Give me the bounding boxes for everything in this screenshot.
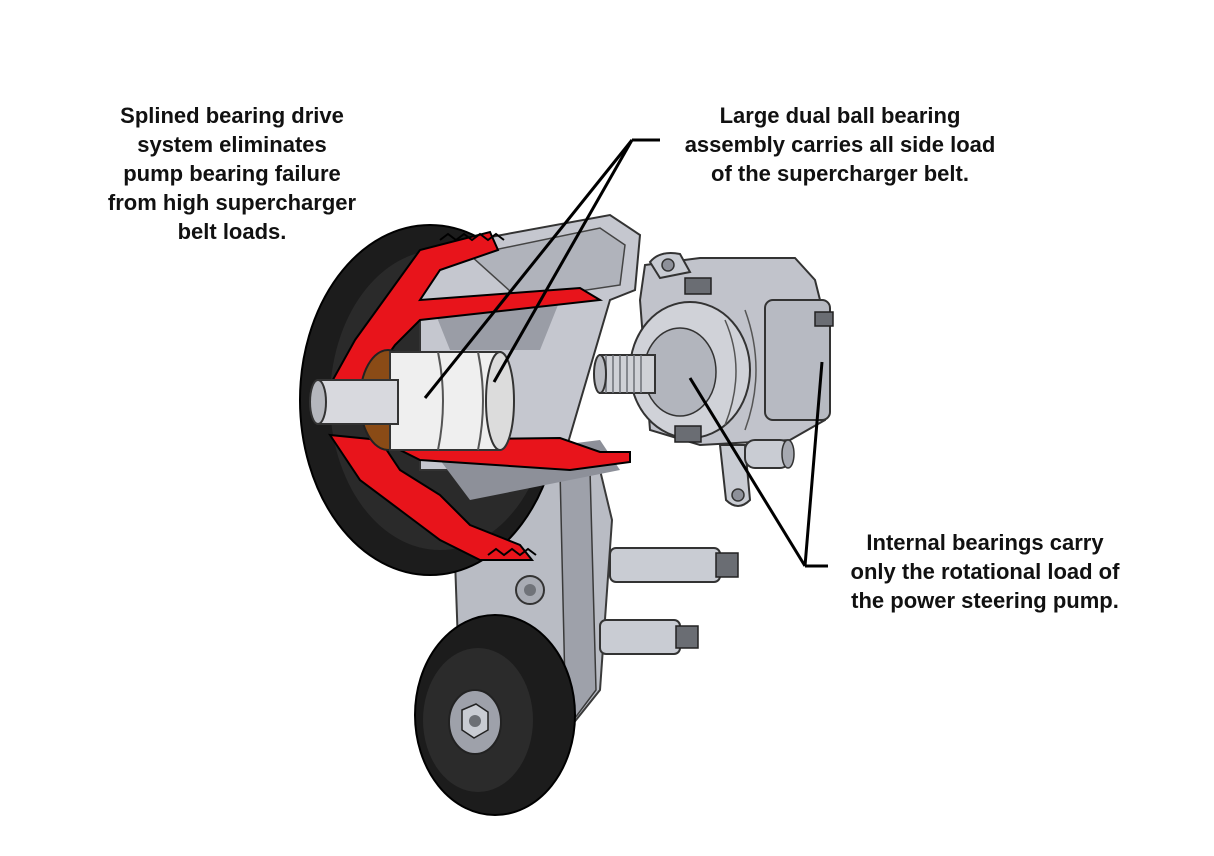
callout-line: only the rotational load of [850,559,1120,584]
callout-line: the power steering pump. [851,588,1119,613]
callout-line: assembly carries all side load [684,132,996,157]
callout-line: Large dual ball bearing [719,103,961,128]
callout-line: from high supercharger [107,190,357,215]
callout-splined-bearing-drive: Splined bearing drive system eliminates … [82,101,382,246]
leader-line-dual-bearing-left [423,139,634,399]
leader-line-internal-left [688,377,807,567]
callout-line: belt loads. [177,219,287,244]
leader-line-dual-bearing-right [492,139,634,383]
leader-lines [423,138,828,568]
power-steering-pump [593,252,834,507]
callout-internal-bearings: Internal bearings carry only the rotatio… [825,528,1145,615]
callout-line: of the supercharger belt. [711,161,969,186]
dual-ball-bearing-assembly [309,349,515,451]
callout-line: Splined bearing drive [120,103,344,128]
callout-line: Internal bearings carry [866,530,1104,555]
callout-dual-ball-bearing: Large dual ball bearing assembly carries… [655,101,1025,188]
leader-line-internal-right [803,361,824,567]
callout-line: pump bearing failure [123,161,341,186]
callout-line: system eliminates [137,132,327,157]
idler-pulley [414,614,576,816]
